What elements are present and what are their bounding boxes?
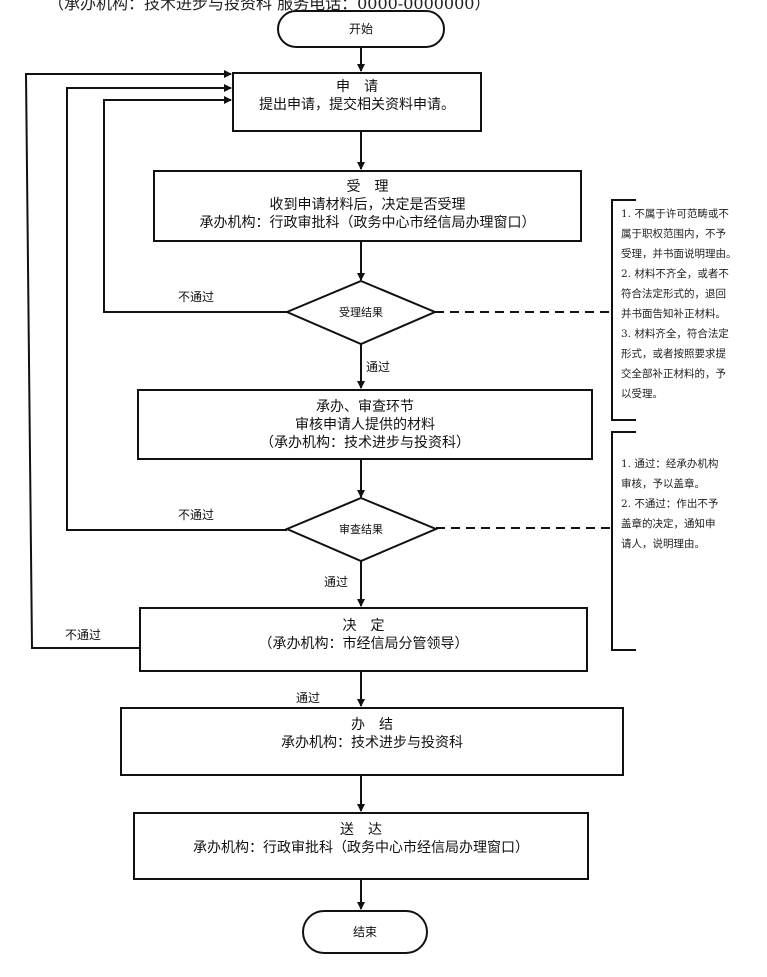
accept-note-line: 并书面告知补正材料。 — [621, 308, 726, 320]
accept-note-line: 交全部补正材料的，予 — [621, 368, 726, 380]
step-deliver: 送 达 承办机构：行政审批科（政务中心市经信局办理窗口） — [133, 812, 589, 880]
end-label: 结束 — [352, 925, 377, 939]
step-accept-desc: 收到申请材料后，决定是否受理 — [269, 197, 466, 213]
loop-accept-fail — [103, 96, 287, 313]
cropped-header-text: （承办机构：技术进步与投资科 服务电话：0000-0000000） — [48, 0, 491, 13]
edge-label-accept-fail: 不通过 — [178, 290, 215, 304]
step-review-title: 承办、审查环节 — [316, 399, 414, 415]
note-bracket-review — [611, 431, 636, 651]
edge-label-accept-pass: 通过 — [366, 360, 391, 374]
accept-note-line: 以受理。 — [621, 388, 663, 400]
edge-label-review-pass: 通过 — [324, 575, 349, 589]
step-apply-title: 申 请 — [336, 79, 378, 95]
step-apply-desc: 提出申请，提交相关资料申请。 — [259, 97, 455, 113]
step-review-agency: （承办机构：技术进步与投资科） — [260, 435, 470, 451]
decision-review-label: 审查结果 — [339, 523, 383, 536]
decision-diamond-review — [284, 496, 439, 563]
loop-review-fail — [66, 84, 287, 531]
step-complete-agency: 承办机构：技术进步与投资科 — [281, 735, 463, 751]
step-complete-title: 办 结 — [351, 717, 393, 733]
review-note-line: 审核，予以盖章。 — [621, 478, 705, 490]
step-decide: 决 定 （承办机构：市经信局分管领导） — [139, 607, 588, 672]
edge-label-decide-fail: 不通过 — [65, 628, 102, 642]
step-accept-agency: 承办机构：行政审批科（政务中心市经信局办理窗口） — [199, 215, 536, 231]
accept-note-line: 3. 材料齐全，符合法定 — [621, 328, 729, 340]
accept-note-line: 受理，并书面说明理由。 — [621, 248, 737, 260]
step-accept-title: 受 理 — [346, 179, 389, 195]
step-deliver-agency: 承办机构：行政审批科（政务中心市经信局办理窗口） — [193, 840, 529, 856]
start-node: 开始 — [277, 10, 445, 48]
step-review-desc: 审核申请人提供的材料 — [295, 417, 435, 433]
end-node: 结束 — [302, 910, 428, 954]
accept-note-line: 2. 材料不齐全，或者不 — [621, 268, 729, 280]
step-decide-agency: （承办机构：市经信局分管领导） — [258, 636, 469, 652]
accept-notes: 1. 不属于许可范畴或不 属于职权范围内，不予 受理，并书面说明理由。 2. 材… — [621, 204, 763, 404]
edge-label-decide-pass: 通过 — [296, 691, 321, 705]
accept-note-line: 符合法定形式的，退回 — [621, 288, 726, 300]
step-deliver-title: 送 达 — [340, 822, 382, 838]
edge-label-review-fail: 不通过 — [178, 508, 215, 522]
accept-note-line: 形式，或者按照要求提 — [621, 348, 726, 360]
review-note-line: 盖章的决定，通知申 — [621, 518, 716, 530]
review-note-line: 1. 通过：经承办机构 — [621, 458, 719, 470]
step-complete: 办 结 承办机构：技术进步与投资科 — [120, 707, 624, 776]
review-notes: 1. 通过：经承办机构 审核，予以盖章。 2. 不通过：作出不予 盖章的决定，通… — [621, 454, 763, 554]
step-accept: 受 理 收到申请材料后，决定是否受理 承办机构：行政审批科（政务中心市经信局办理… — [153, 170, 582, 242]
step-review: 承办、审查环节 审核申请人提供的材料 （承办机构：技术进步与投资科） — [137, 389, 593, 460]
decision-accept-label: 受理结果 — [339, 306, 383, 319]
accept-note-line: 属于职权范围内，不予 — [621, 228, 726, 240]
accept-note-line: 1. 不属于许可范畴或不 — [621, 208, 729, 220]
review-note-line: 请人，说明理由。 — [621, 538, 705, 550]
step-apply: 申 请 提出申请，提交相关资料申请。 — [232, 72, 482, 132]
decision-diamond-accept — [284, 279, 438, 346]
step-decide-title: 决 定 — [342, 618, 385, 634]
loop-decide-fail — [24, 70, 232, 649]
note-bracket-accept — [611, 199, 636, 421]
review-note-line: 2. 不通过：作出不予 — [621, 498, 719, 510]
start-label: 开始 — [348, 22, 373, 36]
